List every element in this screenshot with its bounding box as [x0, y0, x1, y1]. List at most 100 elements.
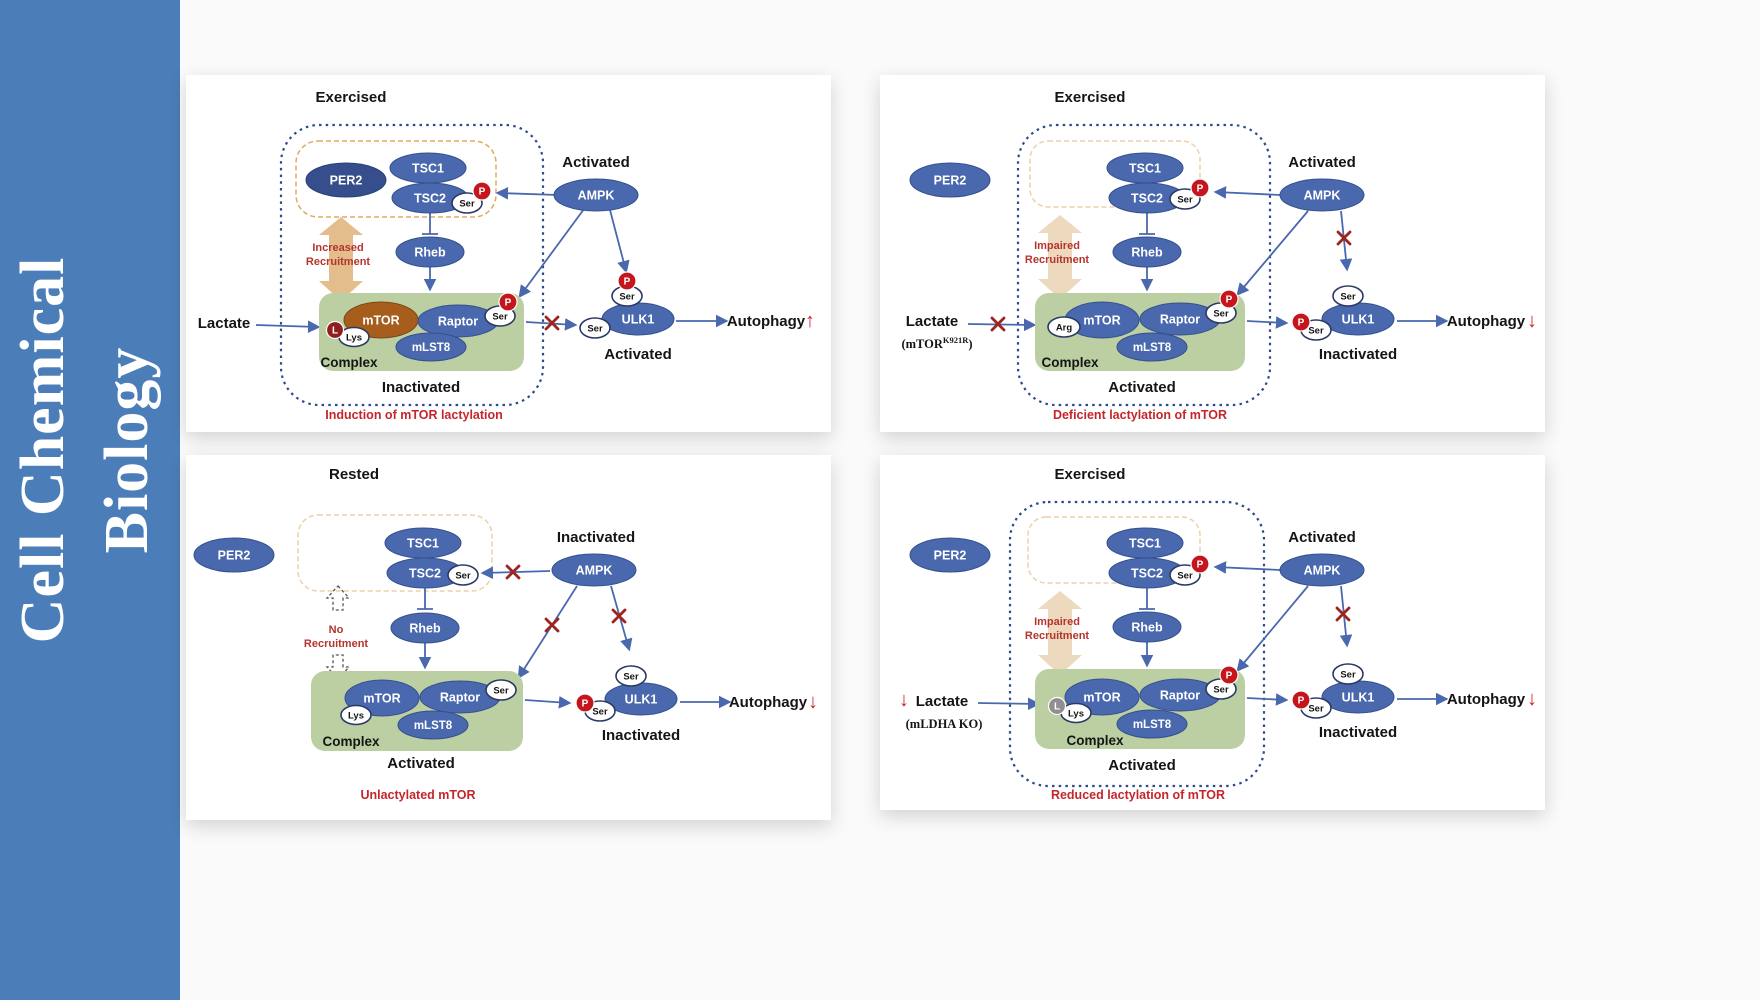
- tsc2-inhibits-rheb-tbar: [1139, 213, 1155, 235]
- svg-text:Ser: Ser: [1308, 326, 1324, 337]
- recruitment-text-1: Impaired: [1034, 616, 1080, 628]
- journal-title-line2: Biology: [93, 346, 161, 554]
- ampk-to-complex-arrow: [1236, 585, 1309, 672]
- lactate-to-complex-arrow: [967, 318, 1037, 332]
- lactate-label: Lactate: [198, 315, 251, 332]
- autophagy-label: Autophagy: [1447, 313, 1526, 330]
- recruitment-text-1: Impaired: [1034, 240, 1080, 252]
- svg-text:Ser: Ser: [1340, 292, 1356, 303]
- panel-deficient-diagram: Exercised Impaired Recruitment PER2 TSC1…: [901, 89, 1537, 422]
- svg-text:Lys: Lys: [346, 333, 362, 344]
- complex-label: Complex: [1041, 355, 1099, 370]
- autophagy-label: Autophagy: [1447, 691, 1526, 708]
- ulk1-phospho-left-badge: P: [575, 693, 595, 713]
- recruitment-block-arrow-icon: [1038, 591, 1082, 675]
- ampk-to-ulk1-arrow: [609, 209, 630, 274]
- ampk-node: AMPK: [1279, 553, 1365, 587]
- autophagy-up-arrow-icon: ↑: [805, 310, 815, 332]
- svg-text:P: P: [1197, 560, 1204, 571]
- per2-node: PER2: [193, 537, 275, 573]
- lactate-blocked-x-icon: [990, 316, 1006, 332]
- svg-text:Rheb: Rheb: [414, 246, 446, 260]
- cell-dotted-boundary: [1008, 500, 1266, 788]
- svg-text:TSC2: TSC2: [409, 567, 441, 581]
- lactyl-badge: L: [325, 320, 345, 340]
- lactate-to-complex-arrow: [977, 697, 1041, 711]
- svg-text:P: P: [624, 277, 631, 288]
- svg-text:mLST8: mLST8: [1133, 719, 1172, 731]
- svg-text:TSC1: TSC1: [1129, 537, 1161, 551]
- cell-dotted-boundary: [1016, 123, 1272, 407]
- svg-text:Ser: Ser: [623, 672, 639, 683]
- blocked-x-icon: [1336, 230, 1352, 246]
- ampk-to-tsc2-arrow: [1213, 186, 1281, 199]
- raptor-node: Raptor: [417, 304, 499, 338]
- svg-text:Ser: Ser: [619, 292, 635, 303]
- complex-to-ulk1-arrow: [524, 696, 572, 709]
- tsc2-blocked-x-icon: [505, 564, 521, 580]
- panel-caption: Reduced lactylation of mTOR: [1051, 788, 1225, 802]
- raptor-node: Raptor: [419, 680, 501, 714]
- ampk-to-ulk1-arrow: [1339, 210, 1353, 272]
- rheb-node: Rheb: [1112, 611, 1182, 643]
- svg-text:mLST8: mLST8: [1133, 342, 1172, 354]
- panel-title: Exercised: [1055, 466, 1126, 483]
- tsc2-inhibits-rheb-tbar: [1139, 588, 1155, 610]
- rheb-node: Rheb: [390, 612, 460, 644]
- svg-text:Ser: Ser: [1213, 685, 1229, 696]
- rheb-node: Rheb: [1112, 236, 1182, 268]
- panel-reduced-diagram: Exercised Impaired Recruitment PER2 TSC1…: [899, 466, 1537, 802]
- recruitment-block-arrow-icon: [1038, 215, 1082, 299]
- svg-text:Arg: Arg: [1056, 323, 1073, 334]
- svg-text:P: P: [1298, 318, 1305, 329]
- complex-state-label: Activated: [1108, 757, 1176, 774]
- mtor-arg-site: Arg: [1047, 316, 1081, 338]
- complex-to-ulk1-arrow: [1246, 316, 1289, 329]
- autophagy-down-arrow-icon: ↓: [1527, 688, 1537, 710]
- ampk-state-label: Activated: [562, 154, 630, 171]
- svg-text:P: P: [1197, 184, 1204, 195]
- ampk-node: AMPK: [1279, 178, 1365, 212]
- panel-deficient-lactylation: Exercised Impaired Recruitment PER2 TSC1…: [880, 75, 1545, 432]
- recruitment-block-arrow-icon: [319, 217, 363, 301]
- panel-unlactylated-diagram: Rested No Recruitment PER2 TSC1 TSC2 Ser…: [193, 466, 818, 802]
- panel-induction: Exercised Increased Recruitment PER2 TSC…: [186, 75, 831, 432]
- ulk1-phospho-top-badge: P: [617, 271, 637, 291]
- svg-text:L: L: [332, 326, 338, 337]
- recruitment-dashed-box: [1027, 516, 1201, 584]
- svg-text:TSC1: TSC1: [1129, 162, 1161, 176]
- tsc2-phospho-badge: P: [472, 181, 492, 201]
- journal-banner: Cell Chemical Biology: [0, 0, 180, 1000]
- svg-text:P: P: [582, 699, 589, 710]
- mtor-variant-label: (mTORK921R): [901, 335, 972, 351]
- lactate-label: Lactate: [906, 313, 959, 330]
- svg-text:AMPK: AMPK: [1304, 189, 1341, 203]
- svg-text:ULK1: ULK1: [625, 693, 658, 707]
- svg-text:P: P: [505, 298, 512, 309]
- panel-unlactylated: Rested No Recruitment PER2 TSC1 TSC2 Ser…: [186, 455, 831, 820]
- ampk-state-label: Inactivated: [557, 529, 635, 546]
- recruitment-text-2: Recruitment: [1025, 630, 1090, 642]
- mtor-node: mTOR: [1064, 301, 1140, 339]
- ulk1-ser-left-site: Ser: [579, 317, 611, 339]
- tsc1-node: TSC1: [1106, 152, 1184, 184]
- lactate-label: Lactate: [916, 693, 969, 710]
- svg-text:Ser: Ser: [1340, 670, 1356, 681]
- lactate-down-arrow-icon: ↓: [899, 689, 909, 711]
- ampk-node: AMPK: [551, 553, 637, 587]
- tsc1-node: TSC1: [384, 527, 462, 559]
- complex-to-ulk1-arrow: [1246, 693, 1289, 706]
- svg-text:TSC1: TSC1: [407, 537, 439, 551]
- svg-text:Rheb: Rheb: [1131, 246, 1163, 260]
- svg-text:PER2: PER2: [934, 549, 967, 563]
- ldha-variant-label: (mLDHA KO): [906, 717, 983, 731]
- mtor-lys-site: Lys: [340, 704, 372, 726]
- svg-text:Ser: Ser: [492, 312, 508, 323]
- rheb-node: Rheb: [395, 236, 465, 268]
- ampk-to-tsc2-arrow: [1213, 561, 1281, 574]
- complex-state-label: Inactivated: [382, 379, 460, 396]
- ulk1-blocked-x-icon: [611, 608, 627, 624]
- svg-text:PER2: PER2: [218, 549, 251, 563]
- tsc2-phospho-badge: P: [1190, 178, 1210, 198]
- svg-text:P: P: [1298, 696, 1305, 707]
